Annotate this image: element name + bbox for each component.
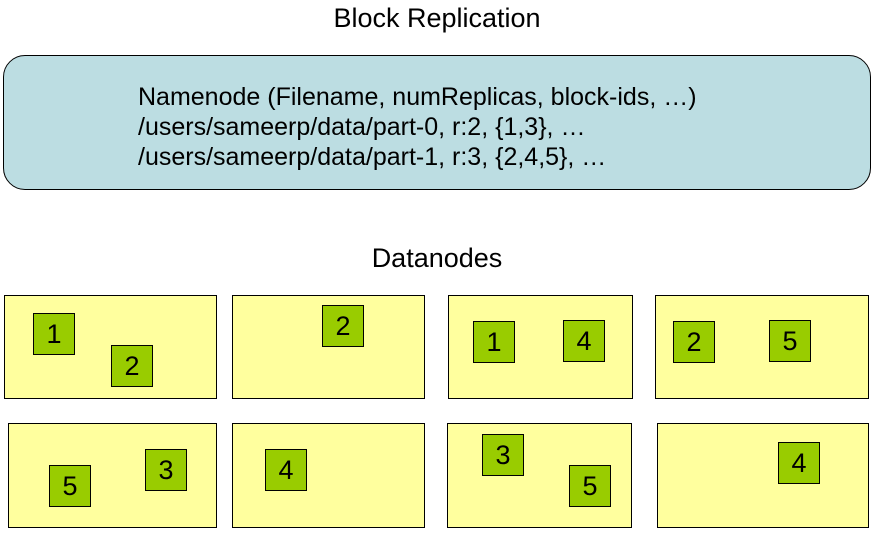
- block-square: 4: [563, 320, 605, 362]
- block-square: 1: [473, 321, 515, 363]
- block-square: 1: [33, 313, 75, 355]
- datanode-box-2: 2: [232, 295, 425, 399]
- block-square: 2: [111, 345, 153, 387]
- block-square: 5: [49, 465, 91, 507]
- datanodes-heading: Datanodes: [371, 243, 503, 273]
- namenode-schema-line: Namenode (Filename, numReplicas, block-i…: [138, 83, 697, 111]
- datanode-box-8: 4: [657, 423, 869, 528]
- datanode-box-6: 4: [232, 423, 425, 528]
- block-square: 2: [673, 321, 715, 363]
- block-square: 4: [265, 449, 307, 491]
- block-square: 2: [322, 305, 364, 347]
- block-square: 5: [769, 320, 811, 362]
- namenode-file-entry-part1: /users/sameerp/data/part-1, r:3, {2,4,5}…: [138, 143, 607, 171]
- block-square: 3: [145, 449, 187, 491]
- namenode-file-entry-part0: /users/sameerp/data/part-0, r:2, {1,3}, …: [138, 113, 586, 141]
- block-square: 5: [569, 465, 611, 507]
- block-square: 4: [778, 442, 820, 484]
- diagram-title: Block Replication: [333, 3, 541, 33]
- block-square: 3: [482, 434, 524, 476]
- namenode-box: Namenode (Filename, numReplicas, block-i…: [3, 55, 871, 190]
